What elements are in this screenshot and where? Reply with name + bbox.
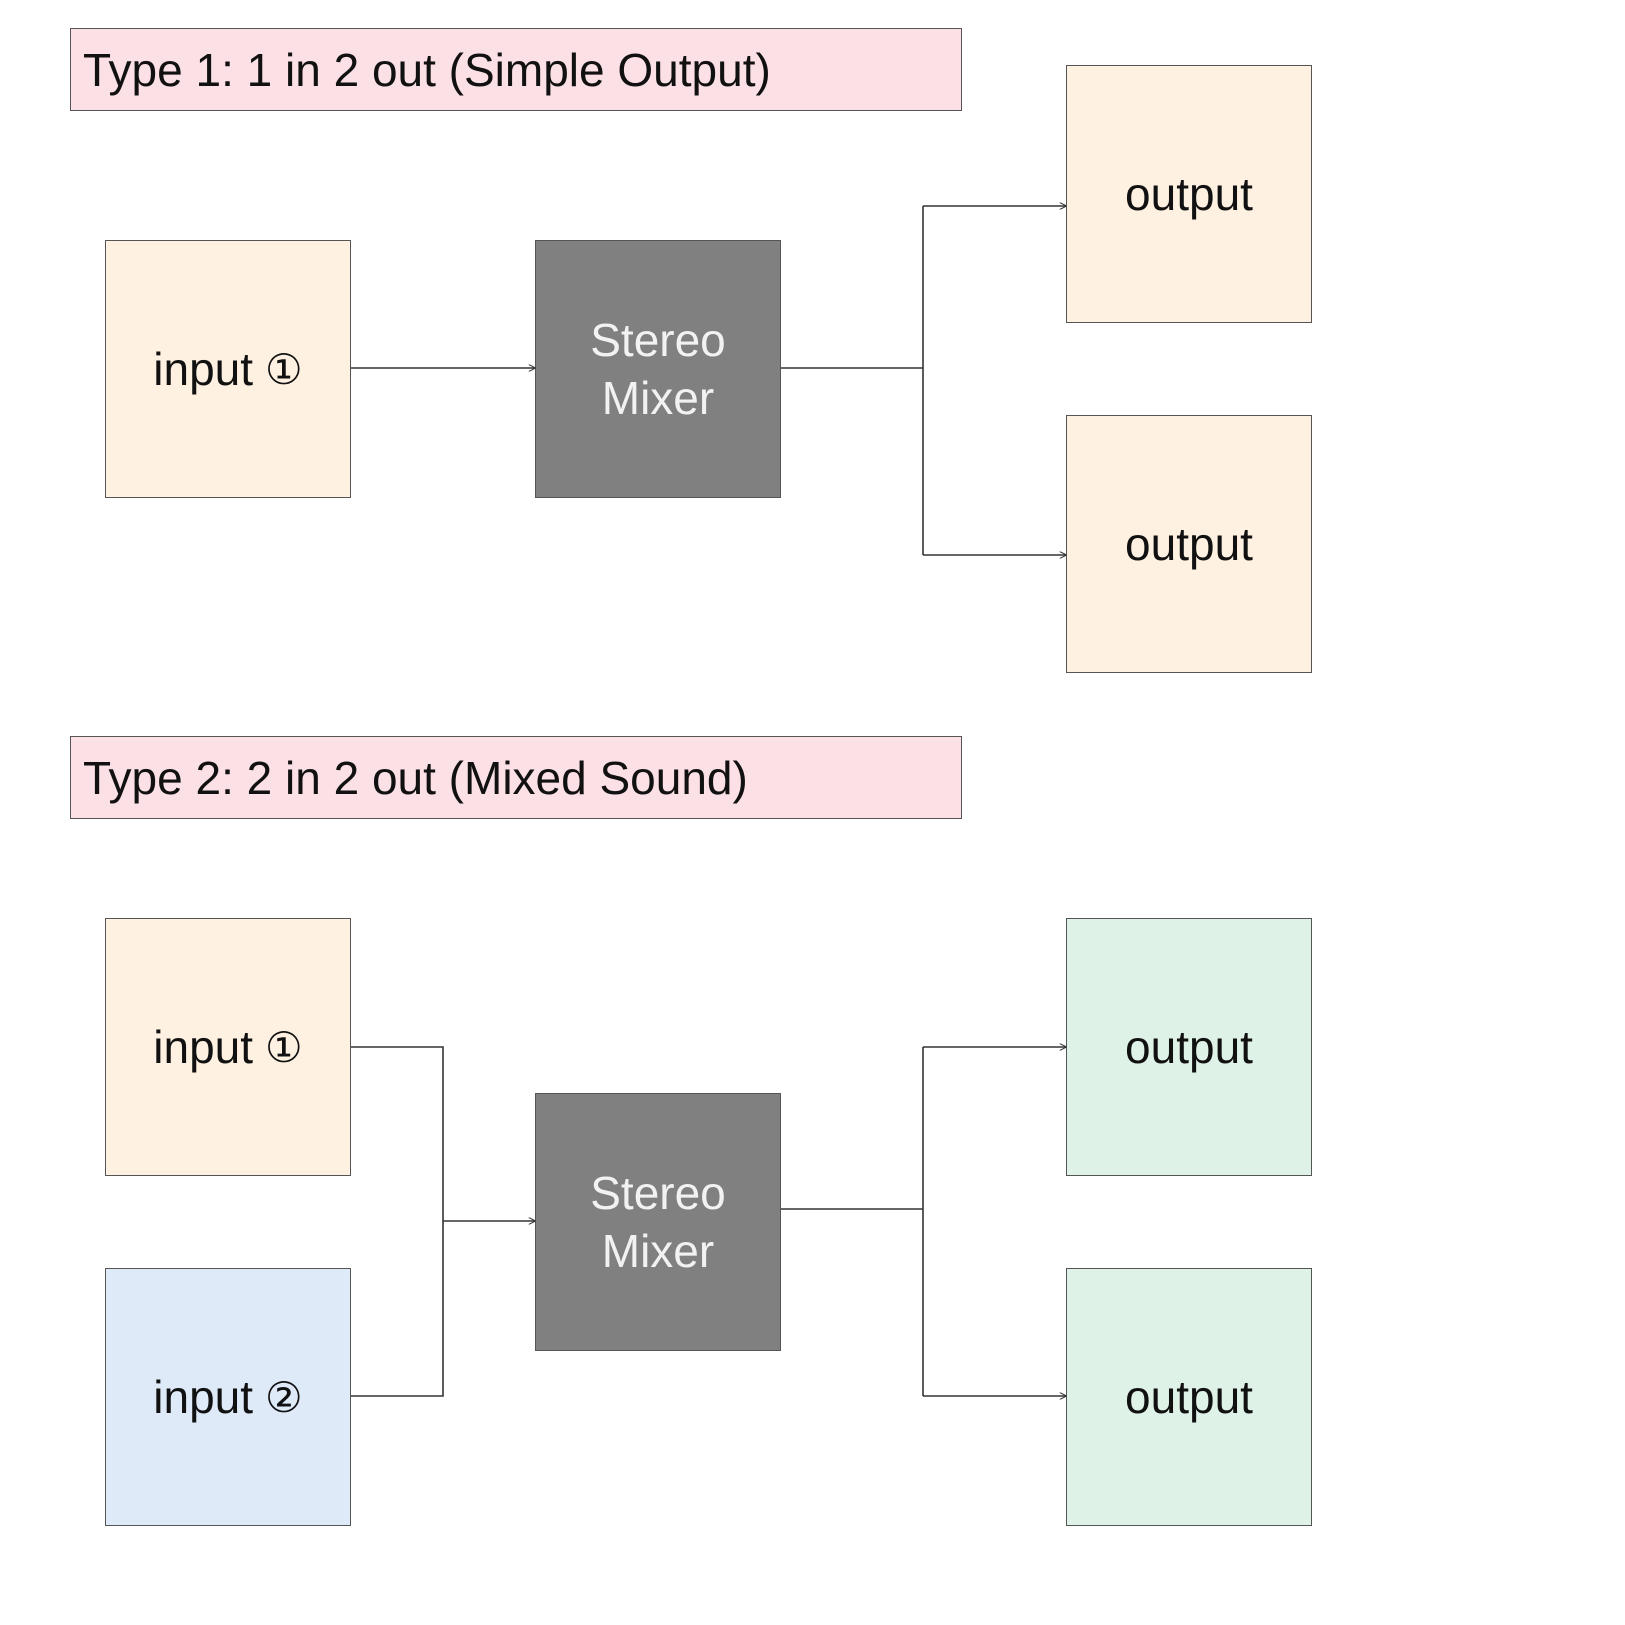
s2-stereo-mixer-box: Stereo Mixer xyxy=(535,1093,781,1351)
s2-output-2-label: output xyxy=(1125,1371,1253,1423)
s2-input-1-marker: ① xyxy=(265,1022,303,1072)
s2-output-1-label: output xyxy=(1125,1021,1253,1073)
s1-mixer-line-2: Mixer xyxy=(601,372,715,424)
s1-output-2-box: output xyxy=(1066,415,1312,673)
s2-line-input-2-to-junction xyxy=(351,1221,444,1397)
section-1-title: Type 1: 1 in 2 out (Simple Output) xyxy=(70,28,962,111)
s2-line-input-1-to-junction xyxy=(351,1046,444,1221)
s2-mixer-line-1: Stereo xyxy=(590,1167,726,1219)
s1-mixer-line-1: Stereo xyxy=(590,314,726,366)
s1-input-1-marker: ① xyxy=(265,344,303,394)
s2-input-2-label: input xyxy=(153,1371,254,1423)
s2-input-1-label: input xyxy=(153,1021,254,1073)
s1-stereo-mixer-box: Stereo Mixer xyxy=(535,240,781,498)
s2-input-2-marker: ② xyxy=(265,1372,303,1422)
section-2-title: Type 2: 2 in 2 out (Mixed Sound) xyxy=(70,736,962,819)
s2-mixer-line-2: Mixer xyxy=(601,1225,715,1277)
s2-output-1-box: output xyxy=(1066,918,1312,1176)
s2-output-2-box: output xyxy=(1066,1268,1312,1526)
s1-input-1-label: input xyxy=(153,343,254,395)
s1-output-1-label: output xyxy=(1125,168,1253,220)
s1-output-1-box: output xyxy=(1066,65,1312,323)
s1-output-2-label: output xyxy=(1125,518,1253,570)
